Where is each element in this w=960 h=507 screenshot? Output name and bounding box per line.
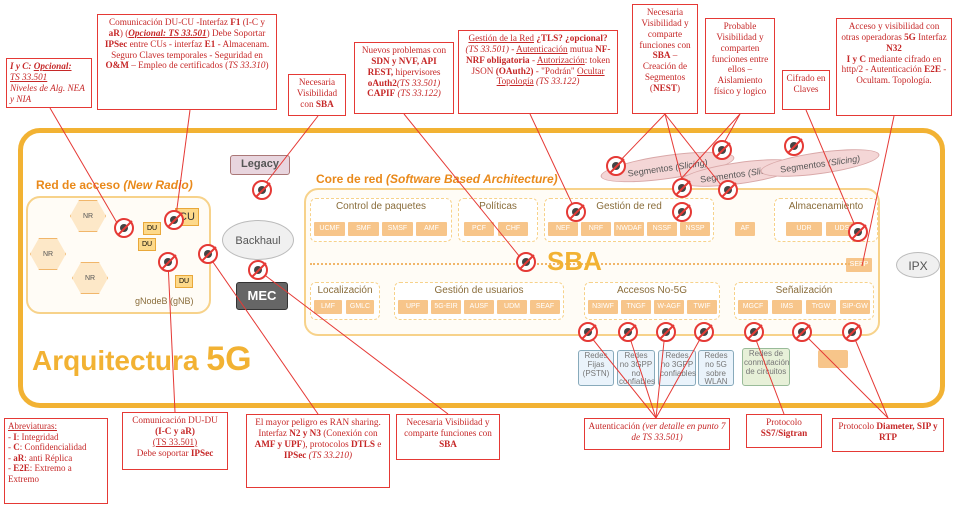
nf-upf: UPF [398,300,428,314]
legacy-box: Legacy [230,155,290,175]
nf-nwdaf: NWDAF [614,222,644,236]
nf-nssf: NSSF [647,222,677,236]
threat-bug-icon [792,322,812,342]
nf-lmf: LMF [314,300,342,314]
sba-label: SBA [547,246,602,276]
callout-diameter: Protocolo Diameter, SIP y RTP [832,418,944,452]
threat-bug-icon [606,156,626,176]
nf-udm: UDM [497,300,527,314]
callout-aislamiento: Probable Visibilidad y comparten funcion… [705,18,775,114]
nf-5g-eir: 5G-EIR [431,300,461,314]
threat-bug-icon [516,252,536,272]
nf-n3iwf: N3IWF [588,300,618,314]
threat-bug-icon [566,202,586,222]
callout-du-cu: Comunicación DU-CU -Interfaz F1 (I-C y a… [97,14,277,110]
backhaul-cloud: Backhaul [222,220,294,260]
access-network-title: Red de acceso (New Radio) [36,178,193,192]
nf-trgw: TrGW [806,300,836,314]
callout-du-du: Comunicación DU-DU(I-C y aR)(TS 33.501)D… [122,412,228,470]
callout-otras-operadoras: Acceso y visibilidad con otras operadora… [836,18,952,116]
threat-bug-icon [694,322,714,342]
threat-bug-icon [848,222,868,242]
threat-bug-icon [718,180,738,200]
redes-wlan: Redes no 5G sobre WLAN [698,350,734,386]
signaling-gateway [818,350,848,368]
nf-af: AF [735,222,755,236]
callout-visibilidad-funciones: Necesaria Visibiidad y comparte funcione… [396,414,500,460]
callout-visibilidad-sba: Necesaria Visibilidad con SBA [288,74,346,116]
callout-ran-sharing: El mayor peligro es RAN sharing. Interfa… [246,414,390,488]
nf-chf: CHF [498,222,528,236]
threat-bug-icon [114,218,134,238]
callout-gestion-red: Gestión de la Red ¿TLS? ¿opcional? (TS 3… [458,30,618,114]
redes-conmutacion: Redes de conmutación de circuitos [742,348,790,386]
nf-smsf: SMSF [382,222,413,236]
callout-nuevos-problemas: Nuevos problemas con SDN y NVF, API REST… [354,42,454,114]
callout-segmentos-nest: Necesaria Visibilidad y comparte funcion… [632,4,698,114]
threat-bug-icon [656,322,676,342]
du-box-2: DU [138,238,156,251]
threat-bug-icon [164,210,184,230]
callout-cifrado: Cifrado en Claves [782,70,830,110]
redes-3gpp-no-confiables: Redes no 3GPP no confiables [617,350,656,387]
nf-udr: UDR [786,222,822,236]
nf-tngf: TNGF [621,300,651,314]
nf-pcf: PCF [464,222,494,236]
threat-bug-icon [744,322,764,342]
nf-gmlc: GMLC [346,300,374,314]
threat-bug-icon [248,260,268,280]
threat-bug-icon [672,202,692,222]
nf-nssp: NSSP [680,222,710,236]
nf-smf: SMF [348,222,379,236]
callout-ic-opcional: I y C: Opcional: TS 33.501 Niveles de Al… [6,58,92,108]
threat-bug-icon [578,322,598,342]
threat-bug-icon [252,180,272,200]
nr-cell-3: NR [72,262,108,294]
callout-ss7: Protocolo SS7/Sigtran [746,414,822,448]
nf-nrf: NRF [581,222,611,236]
nf-sip-gw: SIP-GW [840,300,870,314]
gnodeb-label: gNodeB (gNB) [135,296,194,306]
sba-bus [310,263,850,265]
nf-w-agf: W-AGF [654,300,684,314]
du-box-3: DU [175,275,193,288]
nf-seaf: SEAF [530,300,560,314]
core-title: Core de red (Software Based Architecture… [316,172,558,186]
nf-nef: NEF [548,222,578,236]
redes-fijas: Redes Fijas (PSTN) [578,350,614,386]
threat-bug-icon [618,322,638,342]
threat-bug-icon [672,178,692,198]
threat-bug-icon [842,322,862,342]
nf-twif: TWIF [687,300,717,314]
nf-sepp: SEPP [846,258,872,272]
abbreviations-box: Abreviaturas: - I: Integridad - C: Confi… [4,418,108,504]
mec-box: MEC [236,282,288,310]
callout-autenticacion: Autenticación (ver detalle en punto 7 de… [584,418,730,450]
du-box-1: DU [143,222,161,235]
ipx-cloud: IPX [896,252,940,278]
threat-bug-icon [198,244,218,264]
arquitectura-5g-title: Arquitectura 5G [32,340,252,378]
nf-ausf: AUSF [464,300,494,314]
threat-bug-icon [784,136,804,156]
nf-mgcf: MGCF [738,300,768,314]
nf-ucmf: UCMF [314,222,345,236]
threat-bug-icon [712,140,732,160]
redes-3gpp-confiables: Redes no 3GPP confiables [658,350,696,386]
nf-amf: AMF [416,222,447,236]
threat-bug-icon [158,252,178,272]
nf-ims: IMS [772,300,802,314]
